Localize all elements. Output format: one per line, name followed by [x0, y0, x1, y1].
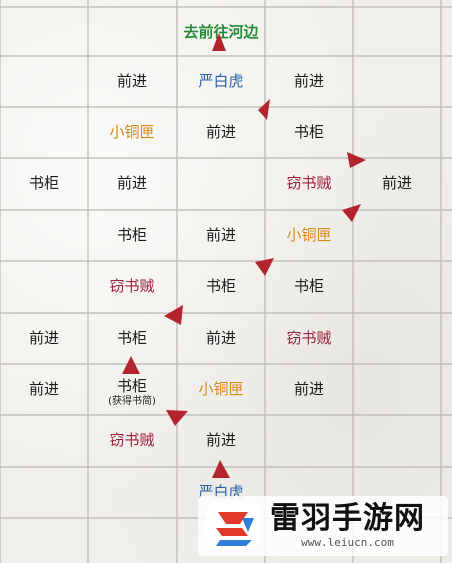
cell-label: 去前往河边 [183, 23, 259, 41]
cell-label: 书柜 [116, 329, 147, 347]
cell-river: 去前往河边 [177, 7, 265, 57]
cell-advance: 前进 [265, 364, 353, 414]
cell-label: 窃书贼 [286, 329, 332, 347]
cell-thief: 窃书贼 [265, 158, 353, 208]
cell-cabinet: 书柜 [88, 210, 176, 260]
cell-label: 窃书贼 [109, 277, 155, 295]
cell-label: 小铜匣 [198, 380, 244, 398]
cell-label: 书柜 [116, 226, 147, 244]
watermark-url: www.leiucn.com [301, 536, 394, 549]
watermark-text: 雷羽手游网 www.leiucn.com [270, 502, 425, 550]
cell-label: 小铜匣 [109, 123, 155, 141]
cell-label: 窃书贼 [286, 174, 332, 192]
cell-advance: 前进 [0, 313, 88, 363]
cell-label: 前进 [116, 174, 147, 192]
cell-advance: 前进 [177, 415, 265, 465]
cell-label: 前进 [381, 174, 412, 192]
cell-thief: 窃书贼 [265, 313, 353, 363]
cell-label: 前进 [293, 72, 324, 90]
cell-advance: 前进 [177, 313, 265, 363]
cell-label: 前进 [28, 329, 59, 347]
site-watermark: 雷羽手游网 www.leiucn.com [198, 496, 448, 556]
cell-advance: 前进 [353, 158, 441, 208]
cell-label: 书柜 [293, 123, 324, 141]
cell-label: 书柜 [116, 377, 147, 395]
cell-label: 前进 [116, 72, 147, 90]
cell-thief: 窃书贼 [88, 261, 176, 311]
cell-label: 窃书贼 [109, 431, 155, 449]
cell-label: 书柜 [205, 277, 236, 295]
cell-cabinet: 书柜(获得书简) [88, 364, 176, 422]
cell-label: 前进 [205, 431, 236, 449]
cell-label: 书柜 [28, 174, 59, 192]
cell-cabinet: 书柜 [88, 313, 176, 363]
cell-advance: 前进 [88, 158, 176, 208]
cell-cabinet: 书柜 [177, 261, 265, 311]
cell-label: 前进 [205, 123, 236, 141]
cell-box: 小铜匣 [177, 364, 265, 414]
cell-cabinet: 书柜 [0, 158, 88, 208]
cell-box: 小铜匣 [88, 107, 176, 157]
cell-note: (获得书简) [108, 396, 156, 407]
cell-label: 前进 [28, 380, 59, 398]
cell-label: 严白虎 [198, 72, 244, 90]
leiyu-logo-icon [206, 502, 260, 550]
cell-label: 小铜匣 [286, 226, 332, 244]
cell-advance: 前进 [0, 364, 88, 414]
cell-cabinet: 书柜 [265, 261, 353, 311]
cell-advance: 前进 [177, 210, 265, 260]
cell-advance: 前进 [177, 107, 265, 157]
cell-cabinet: 书柜 [265, 107, 353, 157]
cell-advance: 前进 [265, 56, 353, 106]
cell-yan: 严白虎 [177, 56, 265, 106]
watermark-title: 雷羽手游网 [270, 501, 425, 536]
cell-advance: 前进 [88, 56, 176, 106]
cell-label: 书柜 [293, 277, 324, 295]
cell-label: 前进 [293, 380, 324, 398]
cell-label: 前进 [205, 226, 236, 244]
cell-label: 前进 [205, 329, 236, 347]
cell-thief: 窃书贼 [88, 415, 176, 465]
cell-box: 小铜匣 [265, 210, 353, 260]
